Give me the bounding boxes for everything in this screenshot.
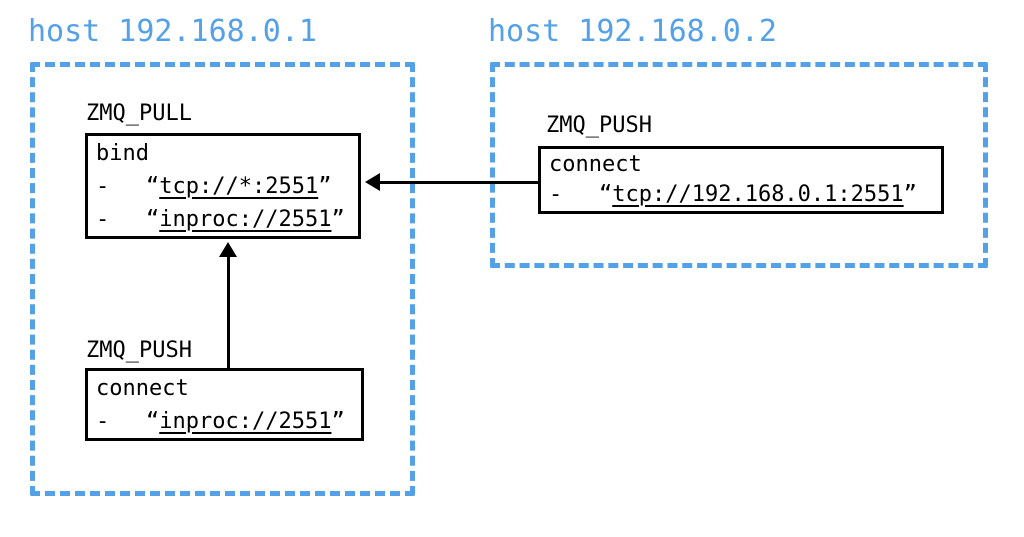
endpoint-line: - “tcp://192.168.0.1:2551”	[549, 180, 933, 210]
pull-socket-label: ZMQ_PULL	[86, 101, 192, 126]
endpoint-line: - “inproc://2551”	[96, 405, 353, 438]
arrowhead-left-icon	[365, 173, 380, 191]
endpoint-value: “inproc://2551”	[146, 203, 345, 236]
bullet-dash: -	[96, 174, 110, 199]
bullet-dash: -	[549, 182, 563, 207]
close-quote: ”	[318, 174, 332, 199]
local-push-socket-box: connect - “inproc://2551”	[85, 368, 364, 441]
bullet-dash: -	[96, 207, 110, 232]
socket-method: connect	[549, 152, 642, 177]
endpoint-url: inproc://2551	[159, 207, 332, 232]
socket-method: connect	[96, 376, 189, 401]
close-quote: ”	[331, 207, 345, 232]
remote-push-socket-label: ZMQ_PUSH	[546, 113, 652, 138]
host2-boundary-box	[490, 62, 988, 268]
close-quote: ”	[331, 409, 345, 434]
open-quote: “	[599, 182, 613, 207]
endpoint-url: inproc://2551	[159, 409, 332, 434]
open-quote: “	[146, 207, 160, 232]
endpoint-url: tcp://*:2551	[159, 174, 319, 199]
host1-boundary-box	[30, 62, 415, 496]
host2-title: host 192.168.0.2	[488, 14, 777, 49]
arrow-shaft	[227, 256, 230, 368]
pull-socket-box: bind - “tcp://*:2551” - “inproc://2551”	[85, 133, 361, 239]
arrow-shaft	[379, 181, 538, 184]
endpoint-value: “tcp://192.168.0.1:2551”	[599, 180, 917, 210]
endpoint-line: - “tcp://*:2551”	[96, 170, 350, 203]
host1-title: host 192.168.0.1	[28, 14, 317, 49]
endpoint-value: “tcp://*:2551”	[146, 170, 331, 203]
open-quote: “	[146, 174, 160, 199]
open-quote: “	[146, 409, 160, 434]
local-push-socket-label: ZMQ_PUSH	[86, 338, 192, 363]
socket-method: bind	[96, 141, 149, 166]
close-quote: ”	[903, 182, 917, 207]
endpoint-line: - “inproc://2551”	[96, 203, 350, 236]
endpoint-url: tcp://192.168.0.1:2551	[612, 182, 904, 207]
endpoint-value: “inproc://2551”	[146, 405, 345, 438]
remote-push-socket-box: connect - “tcp://192.168.0.1:2551”	[538, 146, 944, 214]
arrowhead-up-icon	[219, 242, 237, 257]
bullet-dash: -	[96, 409, 110, 434]
